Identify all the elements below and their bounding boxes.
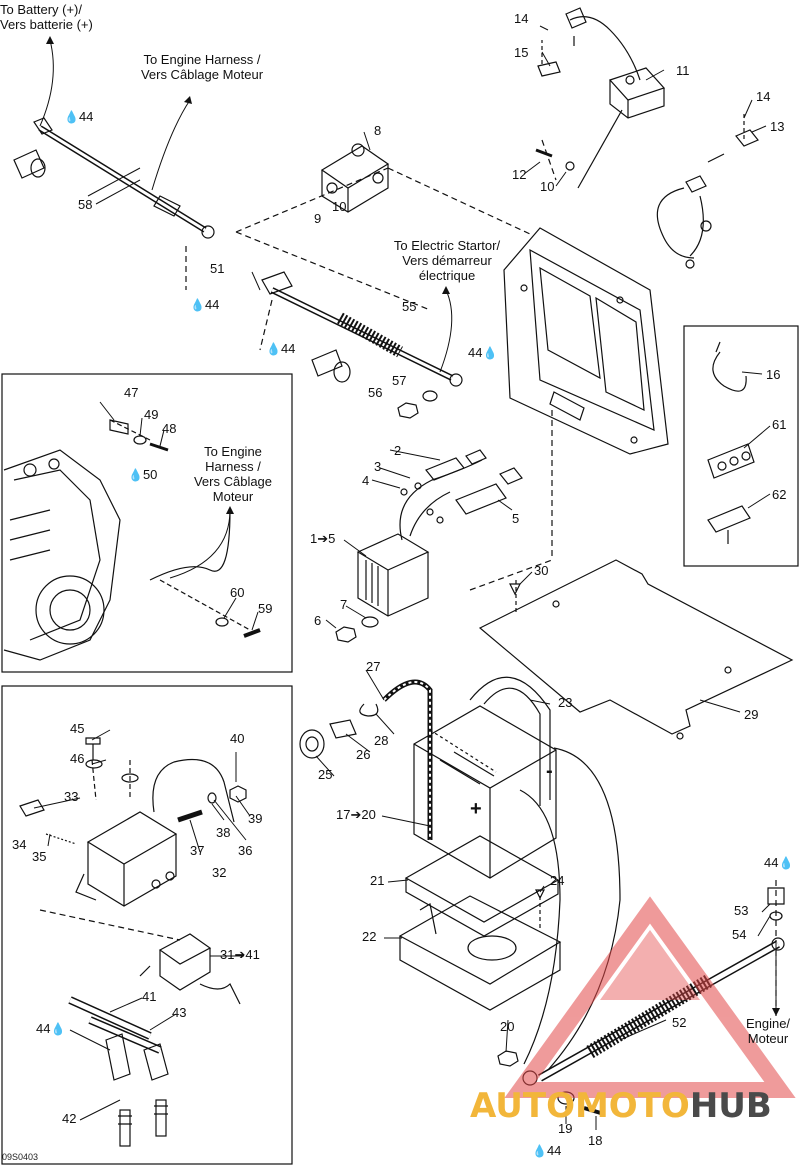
lubricant-drop-icon: 💧 xyxy=(64,110,79,124)
part-label-53: 53 xyxy=(734,903,749,918)
watermark-text: AUTOMOTOHUB xyxy=(470,1086,772,1126)
part-label-40: 40 xyxy=(230,731,245,746)
part-label-18: 18 xyxy=(588,1133,603,1148)
callout-to-engine-harness-left: To Engine Harness / Vers Câblage Moteur xyxy=(193,444,273,504)
lube-44-c: 💧44 xyxy=(266,341,296,357)
lubricant-drop-icon: 💧 xyxy=(128,468,143,482)
lubricant-drop-icon: 💧 xyxy=(482,346,498,360)
part-label-48: 48 xyxy=(162,421,177,436)
lube-50: 💧50 xyxy=(128,467,158,483)
part-label-1-5: 1➔5 xyxy=(310,531,336,546)
figure-code: 09S0403 xyxy=(2,1152,39,1162)
part-label-43: 43 xyxy=(172,1005,187,1020)
part-label-10b: 10 xyxy=(540,179,555,194)
part-label-24: 24 xyxy=(550,873,565,888)
part-label-14b: 14 xyxy=(756,89,771,104)
inset-box-clips xyxy=(683,325,799,567)
part-label-28: 28 xyxy=(374,733,389,748)
battery-minus-symbol: - xyxy=(546,760,553,782)
part-label-23: 23 xyxy=(558,695,573,710)
part-label-38: 38 xyxy=(216,825,231,840)
callout-to-battery: To Battery (+)/ Vers batterie (+) xyxy=(0,2,93,32)
part-label-26: 26 xyxy=(356,747,371,762)
part-label-10a: 10 xyxy=(332,199,347,214)
part-label-37: 37 xyxy=(190,843,205,858)
inset-box-engine xyxy=(1,373,293,673)
part-label-47: 47 xyxy=(124,385,139,400)
part-label-31-41: 31➔41 xyxy=(220,947,260,962)
inset-box-ignition xyxy=(1,685,293,1165)
part-label-36: 36 xyxy=(238,843,253,858)
part-label-2: 2 xyxy=(394,443,402,458)
part-label-15: 15 xyxy=(514,45,529,60)
part-label-20: 20 xyxy=(500,1019,515,1034)
part-label-11: 11 xyxy=(676,63,690,78)
part-label-54: 54 xyxy=(732,927,747,942)
part-label-45: 45 xyxy=(70,721,85,736)
part-label-8: 8 xyxy=(374,123,382,138)
part-label-52: 52 xyxy=(672,1015,687,1030)
part-label-7: 7 xyxy=(340,597,348,612)
lubricant-drop-icon: 💧 xyxy=(266,342,281,356)
part-label-27: 27 xyxy=(366,659,381,674)
watermark-logo xyxy=(504,896,796,1098)
part-label-41: 41 xyxy=(142,989,157,1004)
callout-to-engine-harness-top: To Engine Harness / Vers Câblage Moteur xyxy=(140,52,264,82)
callout-engine-moteur: Engine/ Moteur xyxy=(745,1016,791,1046)
lubricant-drop-icon: 💧 xyxy=(50,1022,66,1036)
part-label-39: 39 xyxy=(248,811,263,826)
part-label-61: 61 xyxy=(772,417,787,432)
part-label-56: 56 xyxy=(368,385,383,400)
part-label-33: 33 xyxy=(64,789,79,804)
part-label-22: 22 xyxy=(362,929,377,944)
part-label-13: 13 xyxy=(770,119,785,134)
lubricant-drop-icon: 💧 xyxy=(190,298,205,312)
lubricant-drop-icon: 💧 xyxy=(778,856,794,870)
lube-44-g: 💧44 xyxy=(532,1143,562,1159)
part-label-17-20: 17➔20 xyxy=(336,807,376,822)
part-label-29: 29 xyxy=(744,707,759,722)
part-label-9: 9 xyxy=(314,211,322,226)
part-label-55: 55 xyxy=(402,299,417,314)
part-label-60: 60 xyxy=(230,585,245,600)
part-label-25: 25 xyxy=(318,767,333,782)
part-label-19: 19 xyxy=(558,1121,573,1136)
callout-to-electric-starter: To Electric Startor/ Vers démarreur élec… xyxy=(393,238,501,283)
part-label-5: 5 xyxy=(512,511,520,526)
lube-44-e: 44💧 xyxy=(36,1021,66,1037)
part-label-42: 42 xyxy=(62,1111,77,1126)
part-label-14a: 14 xyxy=(514,11,529,26)
part-label-62: 62 xyxy=(772,487,787,502)
part-label-21: 21 xyxy=(370,873,385,888)
part-label-51: 51 xyxy=(210,261,225,276)
part-label-49: 49 xyxy=(144,407,159,422)
part-label-46: 46 xyxy=(70,751,85,766)
part-label-3: 3 xyxy=(374,459,382,474)
lube-44-d: 44💧 xyxy=(468,345,498,361)
part-label-34: 34 xyxy=(12,837,27,852)
part-label-12: 12 xyxy=(512,167,527,182)
battery-plus-symbol: + xyxy=(470,798,482,820)
part-label-4: 4 xyxy=(362,473,370,488)
part-label-59: 59 xyxy=(258,601,273,616)
part-label-57: 57 xyxy=(392,373,407,388)
part-label-35: 35 xyxy=(32,849,47,864)
part-label-30: 30 xyxy=(534,563,549,578)
part-label-58: 58 xyxy=(78,197,93,212)
part-label-6: 6 xyxy=(314,613,322,628)
part-label-16: 16 xyxy=(766,367,781,382)
lube-44-b: 💧44 xyxy=(190,297,220,313)
lube-44-f: 44💧 xyxy=(764,855,794,871)
lube-44-a: 💧44 xyxy=(64,109,94,125)
part-label-32: 32 xyxy=(212,865,227,880)
lubricant-drop-icon: 💧 xyxy=(532,1144,547,1158)
